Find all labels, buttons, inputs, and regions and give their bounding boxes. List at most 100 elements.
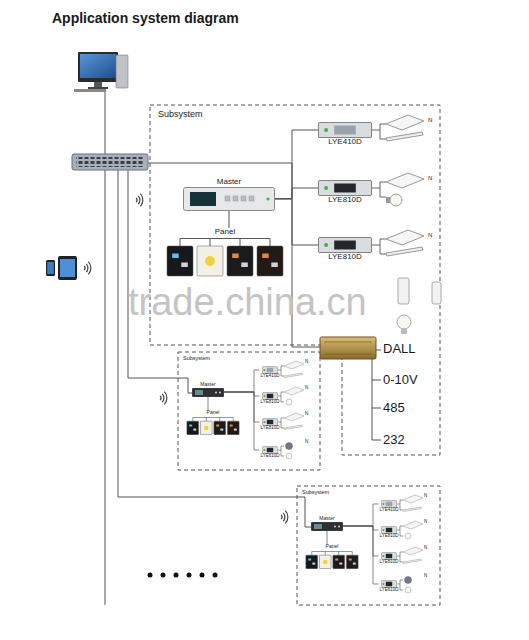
node-label: LYE810D bbox=[328, 253, 362, 262]
module-device bbox=[262, 392, 278, 400]
module-device bbox=[386, 528, 392, 532]
panel-devices bbox=[234, 428, 237, 430]
signal-label: N bbox=[424, 546, 427, 551]
panel-devices bbox=[333, 555, 345, 569]
label-holder: N bbox=[428, 175, 432, 182]
panel-devices bbox=[193, 417, 234, 421]
panel-devices bbox=[306, 555, 318, 569]
panel-devices bbox=[216, 424, 219, 426]
signal-label: N bbox=[305, 440, 308, 445]
diagram-title: Application system diagram bbox=[52, 11, 239, 26]
light-fixtures bbox=[401, 328, 407, 334]
label-holder: N bbox=[428, 117, 432, 124]
light-fixtures bbox=[372, 124, 386, 254]
light-fixtures bbox=[386, 132, 423, 141]
computer-icon bbox=[116, 55, 128, 88]
panel-devices bbox=[262, 253, 269, 258]
connector-wire bbox=[208, 397, 209, 411]
signal-label: N bbox=[424, 574, 427, 579]
connector-wire bbox=[327, 531, 328, 545]
computer-icon bbox=[80, 54, 116, 78]
signal-label: 0-10V bbox=[383, 373, 418, 387]
panel-devices bbox=[200, 421, 212, 435]
system-illustration bbox=[397, 495, 423, 593]
system-illustration bbox=[160, 392, 167, 405]
node-label: LYE410D bbox=[328, 138, 362, 147]
controller-device bbox=[183, 187, 275, 211]
module-device bbox=[262, 446, 277, 453]
module-device bbox=[263, 369, 265, 371]
network-switch bbox=[72, 154, 148, 170]
label-holder: N bbox=[424, 546, 427, 551]
module-device bbox=[262, 446, 278, 454]
controller-device bbox=[184, 187, 275, 210]
continuation-dots bbox=[187, 573, 192, 578]
module-device bbox=[381, 500, 396, 507]
label-holder: N bbox=[305, 360, 308, 365]
module-device bbox=[382, 529, 384, 531]
controller-device bbox=[249, 196, 254, 201]
panel-devices bbox=[257, 246, 283, 276]
node-label: Master bbox=[217, 178, 241, 187]
light-fixtures bbox=[386, 197, 390, 203]
module-device bbox=[381, 500, 397, 508]
module-device bbox=[386, 554, 392, 558]
signal-label: N bbox=[428, 232, 432, 239]
dimming-module: LYE410D bbox=[260, 366, 281, 379]
controller-device bbox=[215, 391, 217, 393]
panel-devices bbox=[180, 238, 270, 246]
controller-device bbox=[195, 390, 203, 395]
signal-label: N bbox=[305, 386, 308, 391]
connector-wire bbox=[343, 504, 379, 526]
panel-devices bbox=[323, 559, 328, 564]
light-fixtures bbox=[386, 115, 424, 130]
dimming-module: LYE810D bbox=[379, 552, 400, 565]
node-label: Subsystem bbox=[183, 355, 210, 361]
connector-wire bbox=[275, 188, 318, 199]
module-device bbox=[318, 237, 372, 253]
mobile-devices bbox=[47, 262, 54, 274]
panel-devices bbox=[232, 253, 239, 258]
subsystem-outline bbox=[150, 105, 440, 455]
module-device bbox=[262, 418, 278, 426]
continuation-dots bbox=[200, 573, 205, 578]
master-controller: Master bbox=[192, 382, 224, 397]
connector-wire bbox=[275, 199, 318, 245]
panel-devices bbox=[181, 262, 188, 267]
node-label: Subsystem bbox=[158, 110, 203, 120]
dimming-module: LYE810D bbox=[379, 526, 400, 539]
subsystem-outline bbox=[297, 486, 440, 605]
continuation-dots bbox=[213, 573, 218, 578]
light-fixtures bbox=[390, 194, 402, 206]
output-bracket bbox=[372, 350, 381, 440]
label-holder: N bbox=[424, 520, 427, 525]
continuation-dots bbox=[148, 573, 218, 578]
panel-devices bbox=[303, 550, 361, 570]
panel-devices bbox=[230, 424, 233, 426]
connector-wire bbox=[229, 211, 230, 228]
label-holder: N bbox=[424, 494, 427, 499]
light-fixtures bbox=[386, 230, 424, 245]
signal-label: DALL bbox=[383, 342, 416, 356]
continuation-dots bbox=[161, 573, 166, 578]
module-device bbox=[381, 552, 396, 559]
controller-device bbox=[225, 196, 230, 201]
panel-devices bbox=[227, 421, 239, 435]
controller-device bbox=[241, 196, 246, 201]
panel-devices bbox=[193, 428, 196, 430]
panel-devices bbox=[312, 562, 315, 564]
module-device bbox=[324, 128, 328, 132]
module-device bbox=[262, 418, 277, 425]
label-holder: N bbox=[428, 232, 432, 239]
computer-icon bbox=[78, 52, 118, 82]
mobile-devices bbox=[58, 256, 77, 280]
module-device bbox=[382, 503, 384, 505]
signal-label: N bbox=[424, 520, 427, 525]
dimming-module: LYE410D bbox=[318, 122, 372, 147]
panel-devices bbox=[227, 246, 253, 276]
light-fixtures bbox=[432, 282, 441, 304]
module-device bbox=[263, 449, 265, 451]
panel-group: Panel bbox=[184, 410, 242, 435]
controller-device bbox=[219, 391, 221, 393]
subsystem-region: SubsystemMasterPanelLYE410DLYE810DLYE810… bbox=[297, 486, 439, 604]
